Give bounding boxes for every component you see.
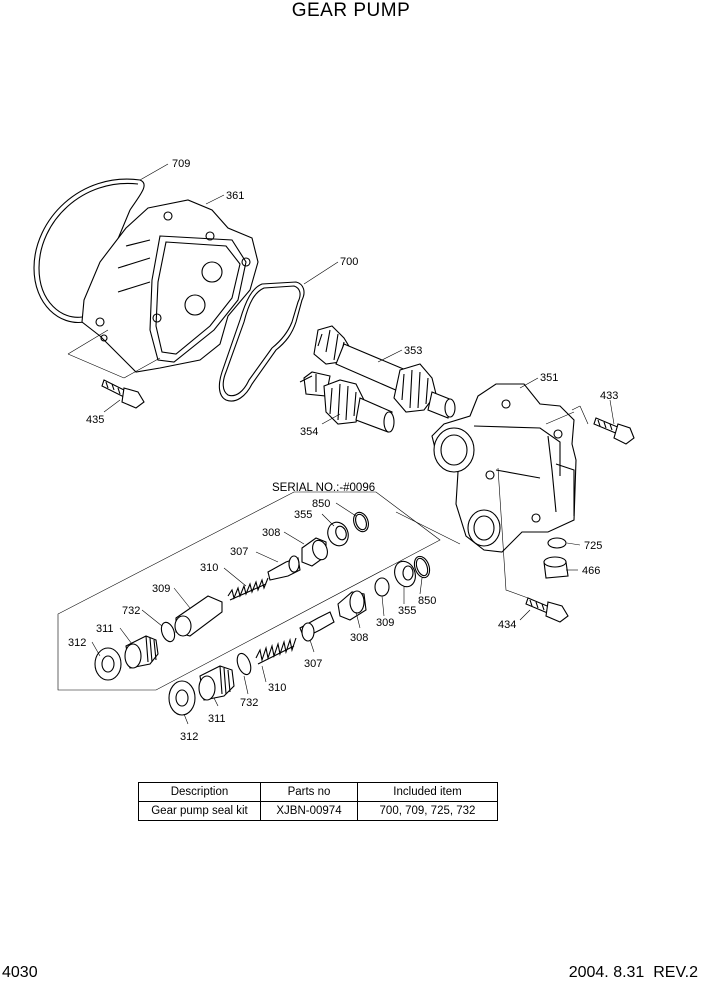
part-310-spring-lower <box>255 637 297 665</box>
callout-355-upper: 355 <box>294 509 312 521</box>
cell-parts-no: XJBN-00974 <box>260 801 358 821</box>
table-header-description: Description <box>138 782 261 802</box>
callout-310-lower: 310 <box>268 682 286 694</box>
leader-lines <box>91 163 615 725</box>
callout-309-lower: 309 <box>376 617 394 629</box>
table-row: Gear pump seal kit XJBN-00974 700, 709, … <box>138 801 498 821</box>
part-732-o-ring-upper <box>160 621 176 643</box>
part-353-drive-gear <box>313 325 456 419</box>
part-850-snap-ring-upper <box>353 511 369 533</box>
part-311-plug-upper <box>124 635 159 669</box>
page-title: GEAR PUMP <box>291 0 411 21</box>
callout-labels: 709 361 700 353 351 433 435 354 SERIAL N… <box>68 158 618 743</box>
part-361-cover <box>81 199 259 373</box>
part-309-sleeve-upper <box>174 595 223 637</box>
serial-note: SERIAL NO.:-#0096 <box>272 482 375 494</box>
part-725-o-ring <box>547 537 567 549</box>
callout-433: 433 <box>600 390 618 402</box>
seal-kit-table: Description Parts no Included item Gear … <box>138 782 498 821</box>
callout-850-lower: 850 <box>418 595 436 607</box>
callout-309-upper: 309 <box>152 583 170 595</box>
page-number: 4030 <box>2 964 38 981</box>
callout-311-lower: 311 <box>208 713 226 725</box>
part-354-driven-gear <box>299 371 395 433</box>
table-header-parts-no: Parts no <box>260 782 358 802</box>
part-307-poppet-upper <box>267 555 301 581</box>
part-355-plug-upper <box>327 521 349 547</box>
part-700-gasket <box>218 281 305 402</box>
revision-date: 2004. 8.31 REV.2 <box>568 964 698 981</box>
part-709-o-ring <box>33 178 145 324</box>
callout-307-lower: 307 <box>304 658 322 670</box>
part-466-plug <box>543 556 569 579</box>
callout-725: 725 <box>584 540 602 552</box>
callout-732-upper: 732 <box>122 605 140 617</box>
alignment-lines <box>67 329 589 599</box>
table-header-included-item: Included item <box>357 782 498 802</box>
part-311-plug-lower <box>198 665 235 701</box>
callout-435: 435 <box>86 414 104 426</box>
part-308-spool-lower <box>337 590 367 621</box>
cell-included-item: 700, 709, 725, 732 <box>357 801 498 821</box>
part-312-nut-lower <box>168 680 196 716</box>
part-435-bolt <box>101 379 145 409</box>
part-433-bolt <box>593 417 635 445</box>
part-850-snap-ring-lower <box>413 555 431 579</box>
callout-354: 354 <box>300 426 318 438</box>
part-309-ring-lower <box>374 577 390 597</box>
table-header-row: Description Parts no Included item <box>138 782 498 802</box>
callout-307-upper: 307 <box>230 546 248 558</box>
cell-description: Gear pump seal kit <box>138 801 261 821</box>
callout-312-upper: 312 <box>68 637 86 649</box>
callout-466: 466 <box>582 565 600 577</box>
callout-434: 434 <box>498 619 516 631</box>
callout-308-upper: 308 <box>262 527 280 539</box>
callout-700: 700 <box>340 256 358 268</box>
part-351-body <box>431 383 577 553</box>
part-312-nut-upper <box>94 647 122 681</box>
callout-308-lower: 308 <box>350 632 368 644</box>
part-355-plug-lower <box>394 560 416 588</box>
part-308-spool-upper <box>301 537 328 567</box>
part-310-spring-upper <box>227 577 269 601</box>
callout-361: 361 <box>226 190 244 202</box>
callout-850-upper: 850 <box>312 498 330 510</box>
part-307-poppet-lower <box>299 611 335 642</box>
callout-355-lower: 355 <box>398 605 416 617</box>
callout-732-lower: 732 <box>240 697 258 709</box>
serial-group-outline <box>57 491 441 691</box>
callout-310-upper: 310 <box>200 562 218 574</box>
part-434-bolt <box>525 597 569 623</box>
part-732-o-ring-lower <box>236 652 252 676</box>
callout-351: 351 <box>540 372 558 384</box>
callout-311-upper: 311 <box>96 623 114 635</box>
callout-353: 353 <box>404 345 422 357</box>
callout-312-lower: 312 <box>180 731 198 743</box>
callout-709: 709 <box>172 158 190 170</box>
